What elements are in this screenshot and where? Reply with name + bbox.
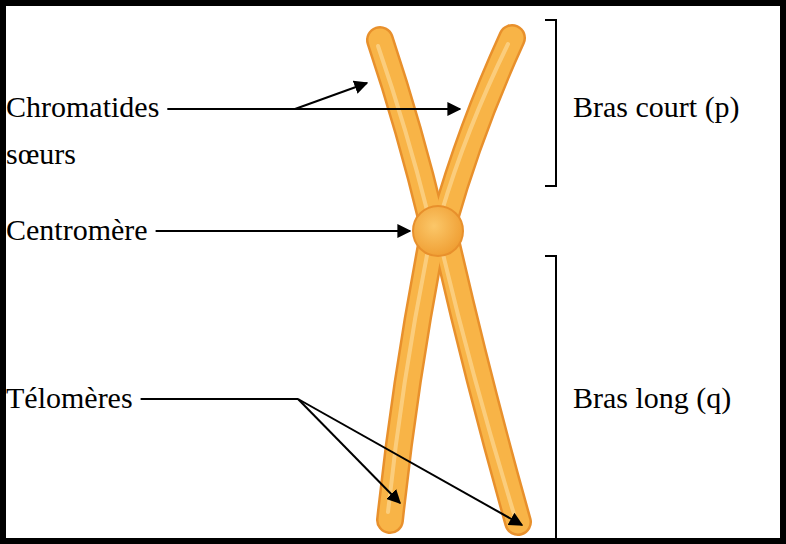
arm-label: Bras court (p) xyxy=(573,84,740,131)
frame xyxy=(3,3,783,541)
chromatids xyxy=(378,38,518,522)
arm-label: Bras long (q) xyxy=(573,375,731,422)
leader-lines xyxy=(141,83,522,525)
part-label: Centromère xyxy=(6,207,148,254)
part-label: Chromatides sœurs xyxy=(6,84,226,177)
part-label: Télomères xyxy=(6,375,133,422)
brackets xyxy=(545,20,556,541)
centromere-dot xyxy=(413,206,463,256)
